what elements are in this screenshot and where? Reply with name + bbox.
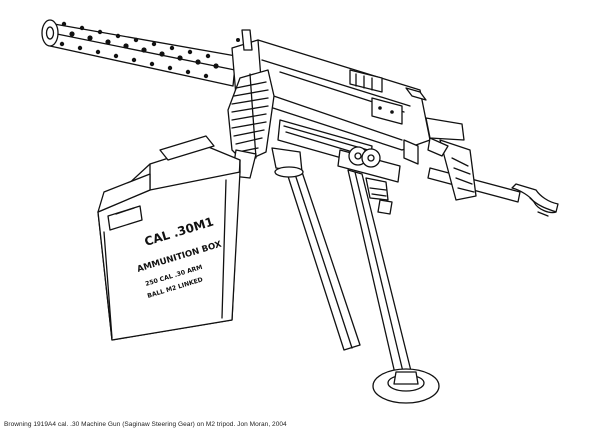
- tripod-left-leg: [285, 165, 361, 351]
- front-sight: [241, 29, 253, 51]
- cooling-holes: [59, 21, 219, 79]
- ammo-box: CAL .30M1 AMMUNITION BOX 250 CAL .30 ARM…: [97, 135, 241, 341]
- tripod-head: [271, 147, 304, 178]
- muzzle: [41, 19, 59, 47]
- tripod-rear-leg: [427, 167, 559, 217]
- barrel-jacket: [41, 19, 237, 87]
- traversing-mechanism: [277, 119, 401, 215]
- pistol-grip: [425, 117, 477, 201]
- tripod-foot-pad: [372, 368, 440, 404]
- tripod-front-leg: [347, 169, 440, 404]
- figure-caption: Browning 1919A4 cal. .30 Machine Gun (Sa…: [4, 421, 287, 428]
- rear-sight: [349, 69, 383, 93]
- ammo-box-handle: [159, 135, 215, 161]
- side-plate: [371, 97, 403, 125]
